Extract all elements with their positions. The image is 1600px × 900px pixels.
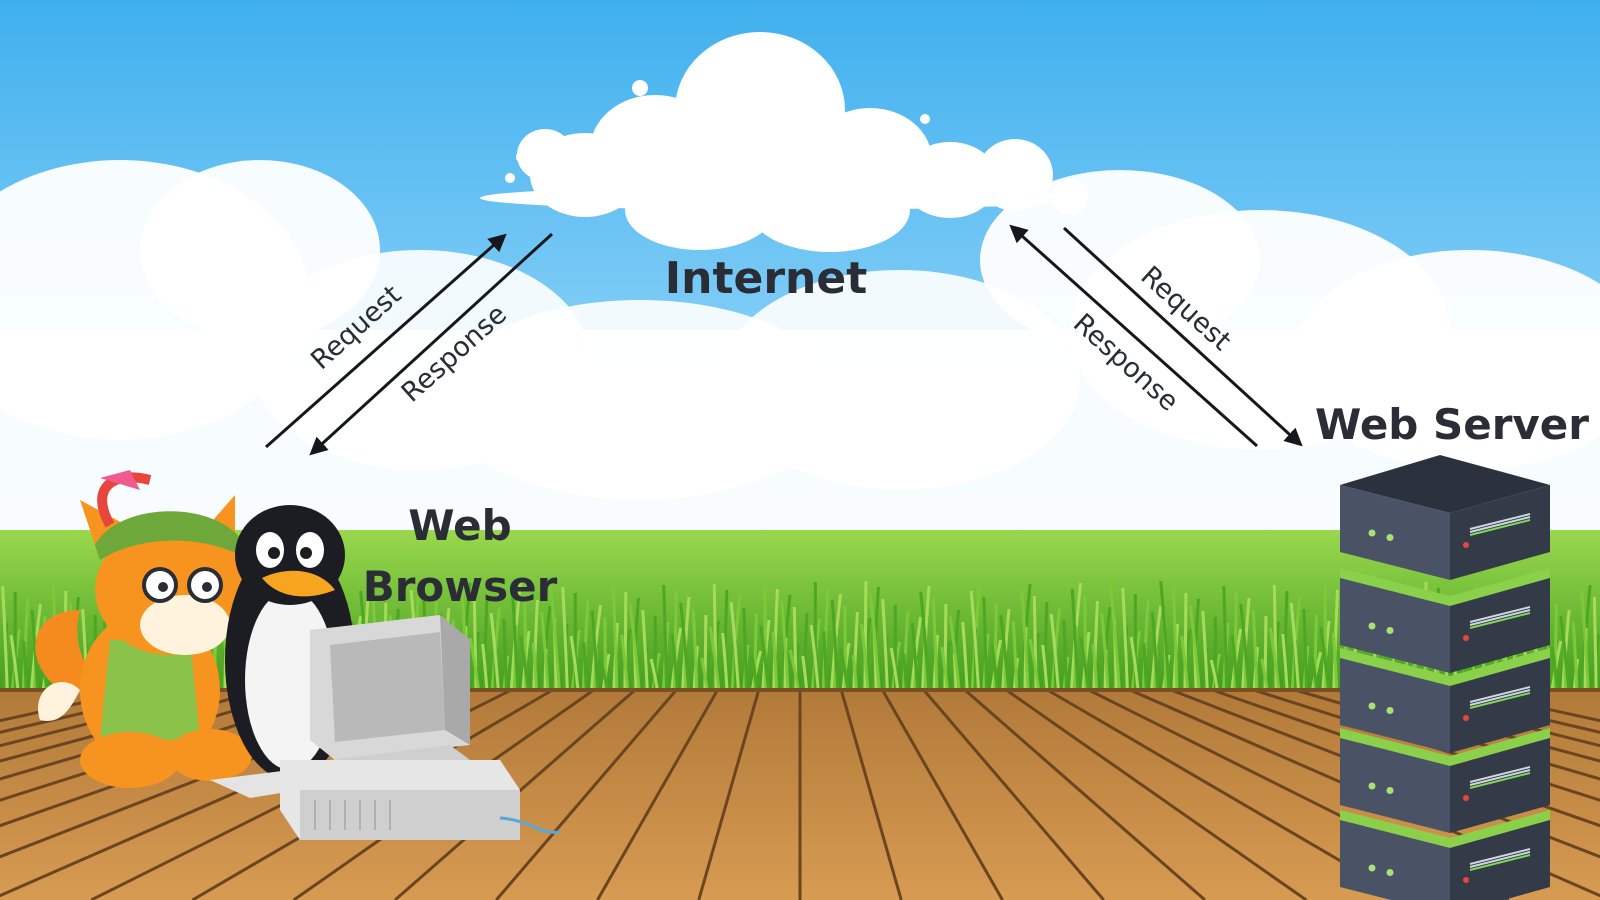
left-response-arrow — [309, 232, 554, 456]
left-request-arrow — [265, 233, 507, 449]
server-label: Web Server — [1315, 400, 1589, 449]
right-response-arrow — [1009, 224, 1258, 448]
server-rack-icon — [1340, 455, 1550, 900]
background-clouds — [0, 160, 1600, 560]
browser-label-line1: Web — [408, 501, 511, 550]
cloud-icon — [480, 32, 1088, 252]
browser-label-line2: Browser — [363, 562, 558, 611]
computer-icon — [210, 615, 561, 840]
internet-label: Internet — [665, 253, 867, 304]
fox-mascot-icon — [35, 470, 252, 788]
right-request-arrow — [1062, 226, 1303, 447]
